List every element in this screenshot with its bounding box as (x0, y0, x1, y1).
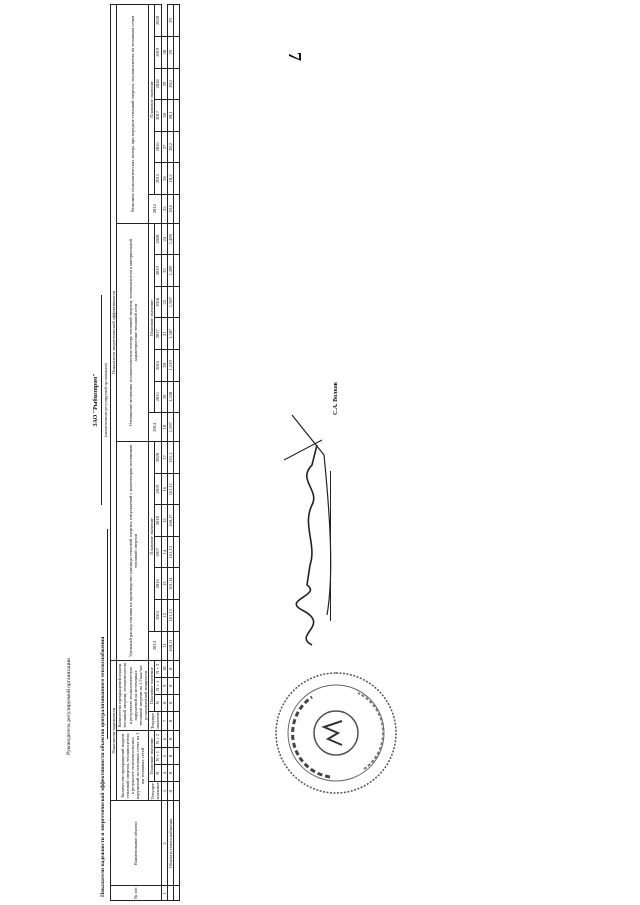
empty-cell (173, 536, 180, 568)
header-efficiency-2: Отношение величины технологических потер… (116, 223, 149, 442)
header-current-2: Текущее значение (148, 711, 162, 731)
empty-cell (173, 504, 180, 537)
report-title: Показатели надежности и энергетической э… (100, 636, 106, 897)
table-row-empty (173, 4, 180, 901)
header-base-year-3: 2014 (148, 194, 162, 224)
empty-cell (173, 631, 180, 661)
empty-cell (173, 223, 180, 255)
empty-cell (173, 781, 180, 801)
empty-cell (173, 730, 180, 748)
header-reliability-1: Количество прекращений подачи тепловой э… (116, 730, 149, 801)
report-title-underline (107, 529, 108, 739)
empty-cell (173, 473, 180, 505)
empty-cell (173, 194, 180, 224)
empty-cell (173, 677, 180, 695)
empty-cell (173, 349, 180, 382)
empty-cell (173, 68, 180, 100)
empty-cell (173, 711, 180, 731)
handwritten-signature (283, 414, 332, 646)
header-planned-2: Плановое значение (148, 660, 155, 712)
empty-cell (173, 764, 180, 782)
empty-cell (173, 599, 180, 632)
year-cell: 2020 (154, 4, 162, 37)
header-base-year-2: 2014 (148, 412, 162, 442)
empty-cell (173, 885, 180, 901)
header-no: № п/п (110, 885, 162, 901)
company-subtitle: (наименование регулируемой организации) (103, 362, 108, 438)
header-planned-1: Плановое значение (148, 730, 155, 782)
empty-cell (173, 317, 180, 350)
empty-cell (173, 567, 180, 600)
company-underline (101, 295, 102, 505)
empty-cell (173, 131, 180, 163)
empty-cell (173, 747, 180, 765)
empty-cell (173, 660, 180, 678)
empty-cell (173, 286, 180, 318)
empty-cell (173, 412, 180, 442)
stamp (275, 672, 397, 794)
indicators-table: № п/п Наименование объекта Показатели на… (110, 4, 180, 901)
empty-cell (173, 162, 180, 195)
empty-cell (173, 381, 180, 413)
empty-cell (173, 36, 180, 69)
empty-cell (173, 800, 180, 886)
header-current-1: Текущее значение (148, 781, 162, 801)
header-efficiency-3: Величина технологических потерь при пере… (116, 4, 149, 224)
empty-cell (173, 4, 180, 37)
company-name: ЗАО "Рыбхозпром" (93, 373, 99, 427)
header-base-year-1: 2014 (148, 631, 162, 661)
empty-cell (173, 254, 180, 287)
empty-cell (173, 99, 180, 132)
empty-cell (173, 694, 180, 712)
empty-cell (173, 441, 180, 474)
header-object-name: Наименование объекта (110, 800, 162, 886)
header-reliability-2: Количество прекращений подачи тепловой э… (116, 660, 149, 731)
header-efficiency-1: Удельный расход топлива на производство … (116, 441, 149, 661)
signature-label: Руководитель регулируемой организации (66, 658, 72, 755)
